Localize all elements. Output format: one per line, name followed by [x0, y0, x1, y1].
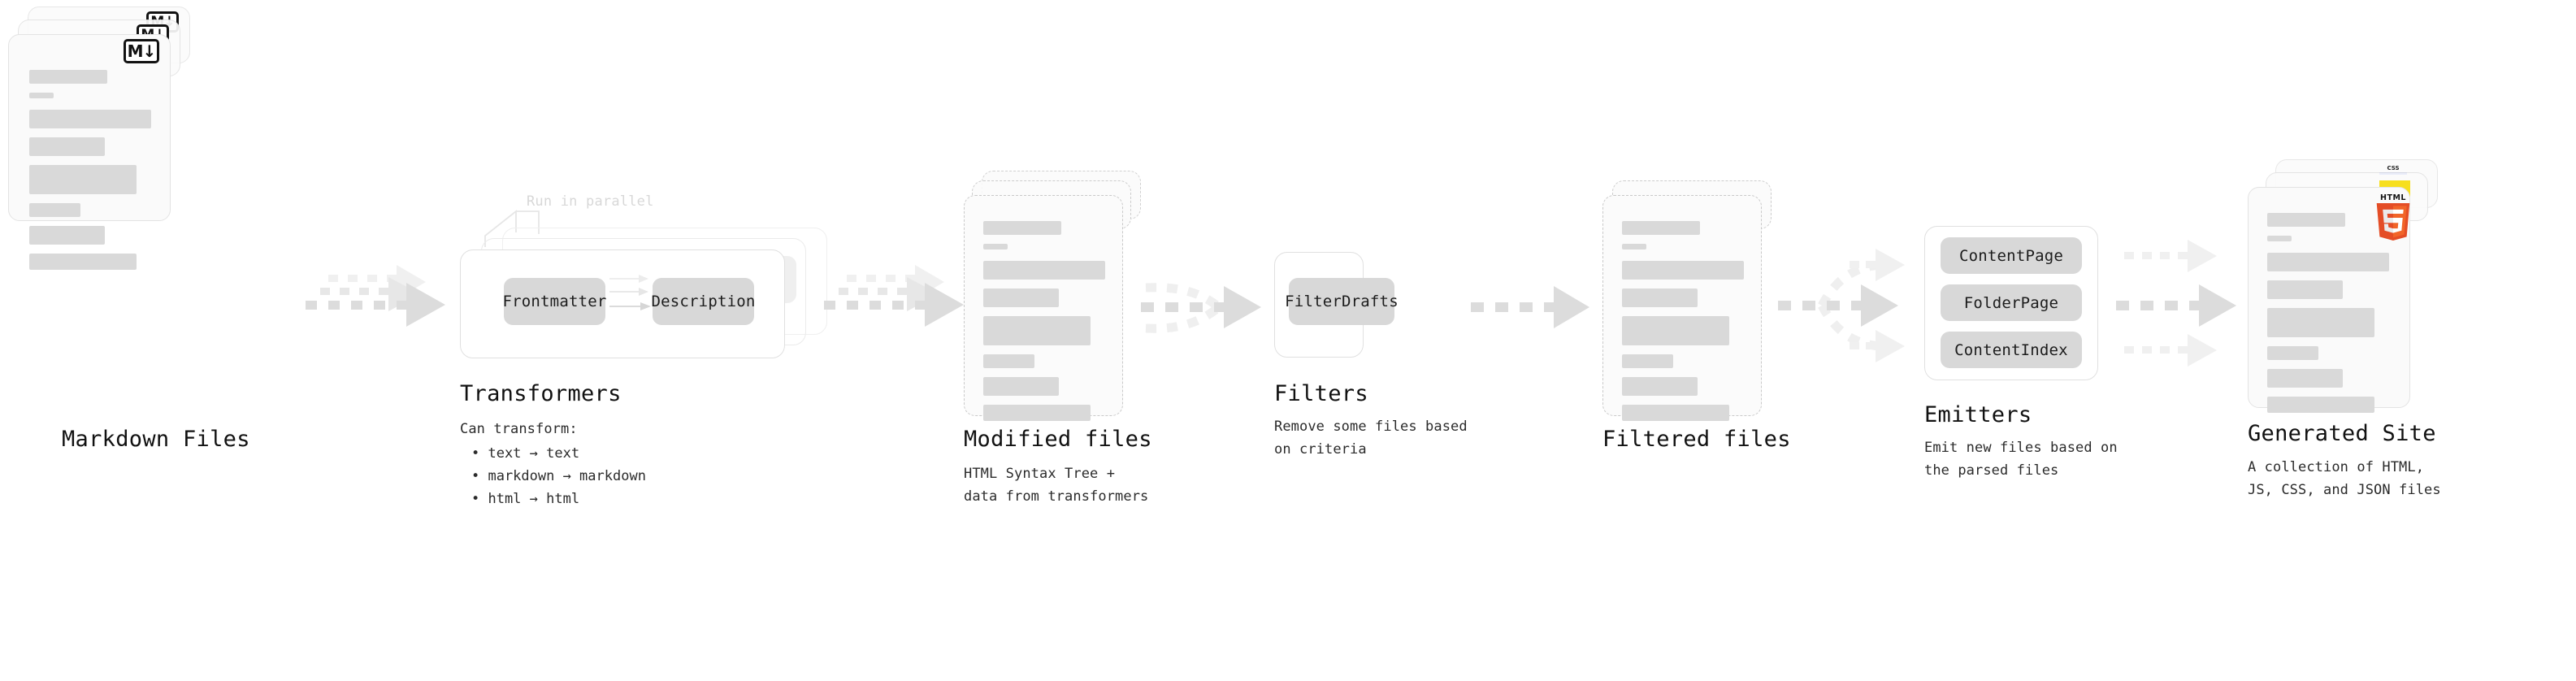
- bar: [2267, 280, 2343, 299]
- emitters-title: Emitters: [1924, 402, 2032, 427]
- css-badge-label: CSS: [2387, 165, 2400, 171]
- bar: [983, 288, 1059, 307]
- chip-frontmatter[interactable]: Frontmatter: [502, 278, 606, 325]
- modified-files-description: HTML Syntax Tree + data from transformer…: [964, 466, 1149, 505]
- bar: [29, 93, 54, 98]
- chip-contentpage[interactable]: ContentPage: [1941, 237, 2082, 274]
- bar: [2267, 308, 2374, 337]
- chip-description[interactable]: Description: [651, 278, 755, 325]
- emitters-description: Emit new files based on the parsed files: [1924, 440, 2118, 479]
- markdown-files-title: Markdown Files: [62, 427, 250, 452]
- bar: [983, 377, 1059, 396]
- bar: [983, 316, 1091, 345]
- markdown-badge-front: M↓: [124, 39, 159, 63]
- bar: [2267, 213, 2345, 227]
- markdown-placeholder-bars: [29, 70, 151, 279]
- bar: [983, 354, 1034, 368]
- bar: [983, 221, 1061, 235]
- bullet-markdown: • markdown → markdown: [471, 468, 646, 484]
- connector-emitters-to-site: [2116, 240, 2236, 367]
- connector-modified-to-filters: [1141, 283, 1261, 333]
- bar: [1622, 221, 1700, 235]
- chip-filterdrafts[interactable]: FilterDrafts: [1285, 278, 1399, 325]
- filters-description: Remove some files based on criteria: [1274, 419, 1468, 458]
- transformers-bullets: • markdown → markdown: [471, 466, 646, 488]
- bar: [1622, 354, 1673, 368]
- site-placeholder-bars: [2267, 213, 2389, 422]
- bar: [983, 261, 1105, 280]
- transformers-bullets: • html → html: [471, 488, 579, 511]
- filters-title: Filters: [1274, 381, 1368, 406]
- connector-transformers-to-modified: [824, 265, 964, 327]
- bar: [2267, 397, 2374, 413]
- html5-icon: HTML: [2374, 193, 2412, 241]
- bar: [29, 165, 137, 194]
- run-in-parallel-note: Run in parallel: [527, 193, 654, 210]
- bar: [983, 405, 1091, 421]
- bar: [29, 137, 105, 156]
- bar: [2267, 369, 2343, 388]
- bullet-text: • text → text: [471, 445, 580, 462]
- transformers-bullets: • text → text: [471, 443, 579, 466]
- transformers-description: Can transform:: [460, 421, 578, 437]
- html5-icon-wordmark: HTML: [2380, 193, 2406, 202]
- modified-files-title: Modified files: [964, 427, 1152, 452]
- bar: [1622, 316, 1729, 345]
- filtered-files-title: Filtered files: [1602, 427, 1791, 452]
- generated-site-title: Generated Site: [2248, 421, 2436, 446]
- bar: [983, 244, 1008, 249]
- chip-folderpage[interactable]: FolderPage: [1941, 284, 2082, 321]
- connector-filtered-to-emitters: [1778, 249, 1905, 362]
- connector-md-to-transformers: [306, 265, 445, 327]
- bar: [1622, 405, 1729, 421]
- transformers-title: Transformers: [460, 381, 622, 406]
- bar: [29, 254, 137, 270]
- transformer-inner-arrows: [609, 275, 651, 310]
- bar: [29, 110, 151, 128]
- filtered-placeholder-bars: [1622, 221, 1744, 430]
- bar: [1622, 288, 1698, 307]
- bar: [2267, 346, 2318, 360]
- bar: [29, 203, 80, 217]
- bar: [29, 70, 107, 84]
- bar: [2267, 253, 2389, 271]
- bar: [1622, 261, 1744, 280]
- bar: [29, 226, 105, 245]
- bar: [2267, 236, 2292, 241]
- bar: [1622, 244, 1646, 249]
- bar: [1622, 377, 1698, 396]
- modified-placeholder-bars: [983, 221, 1105, 430]
- connector-filters-to-filtered: [1471, 286, 1589, 328]
- bullet-html: • html → html: [471, 491, 580, 507]
- chip-contentindex[interactable]: ContentIndex: [1941, 332, 2082, 368]
- generated-site-description: A collection of HTML, JS, CSS, and JSON …: [2248, 459, 2441, 498]
